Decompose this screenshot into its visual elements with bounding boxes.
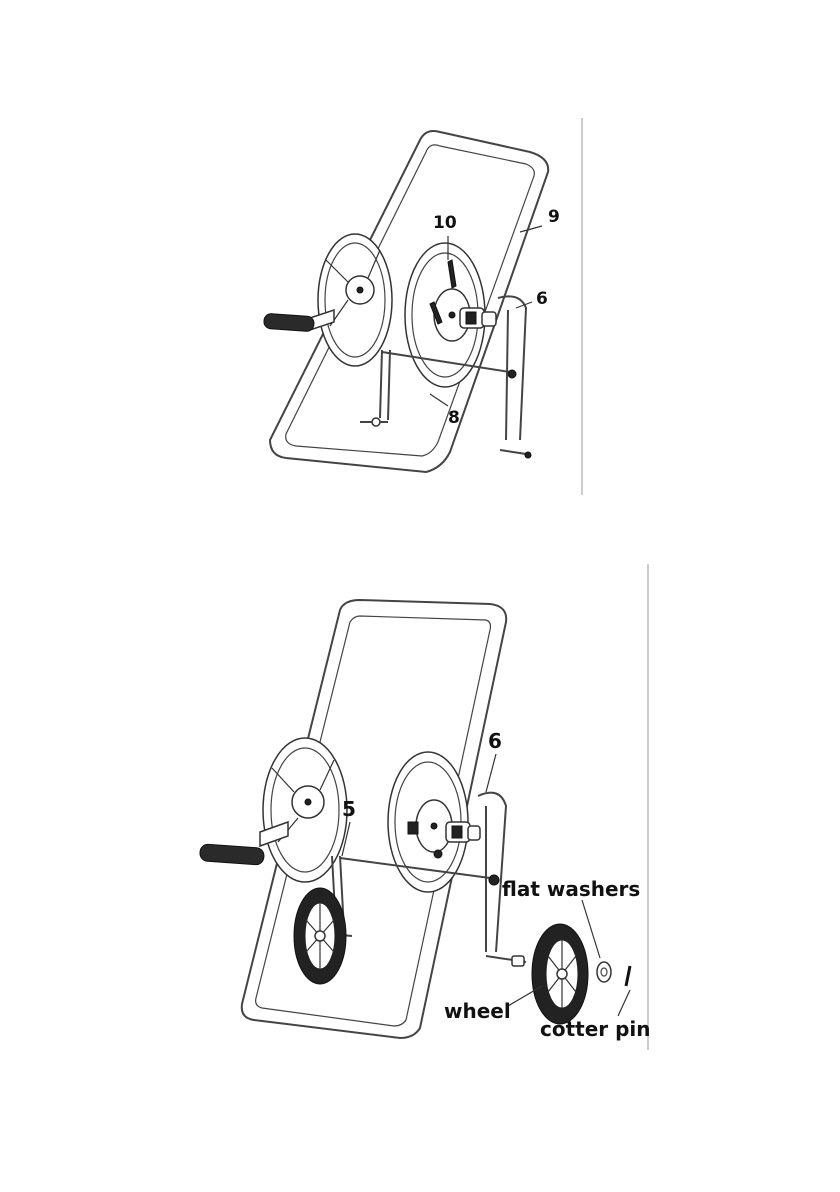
callout-10: 10 (433, 213, 457, 233)
label-flat-washers: flat washers (502, 877, 640, 901)
label-wheel: wheel (444, 999, 511, 1023)
reel-left-top (318, 234, 392, 366)
hose-connector-top (460, 308, 496, 328)
figure-bottom-wheel-assembly: 6 5 flat washers wheel cotter pin (190, 560, 660, 1055)
callout-8: 8 (448, 408, 460, 428)
callout-5: 5 (342, 797, 356, 821)
wheel-right (532, 924, 588, 1024)
callout-6-bottom: 6 (488, 729, 502, 753)
stand-leg-6-top (498, 296, 526, 440)
stand-leg-8-top (380, 350, 390, 420)
leader-8 (430, 394, 448, 406)
wheel-left (294, 888, 346, 984)
figure-top-reel-cart-assembly: 10 9 6 8 (230, 110, 590, 500)
callout-6-top: 6 (536, 289, 548, 309)
label-cotter-pin: cotter pin (540, 1017, 651, 1041)
leader-cotter-pin (618, 990, 630, 1016)
leader-6-bottom (486, 754, 496, 792)
leader-9 (520, 226, 542, 232)
axle-stub-right-bottom (486, 956, 526, 966)
axle-stub-right-top (500, 450, 531, 458)
cotter-pin (626, 966, 630, 986)
stand-leg-6-bottom (478, 793, 506, 952)
axle-stub-left-top (360, 418, 388, 426)
reel-left-bottom (263, 738, 347, 882)
callout-9: 9 (548, 207, 560, 227)
flat-washer (597, 962, 611, 982)
